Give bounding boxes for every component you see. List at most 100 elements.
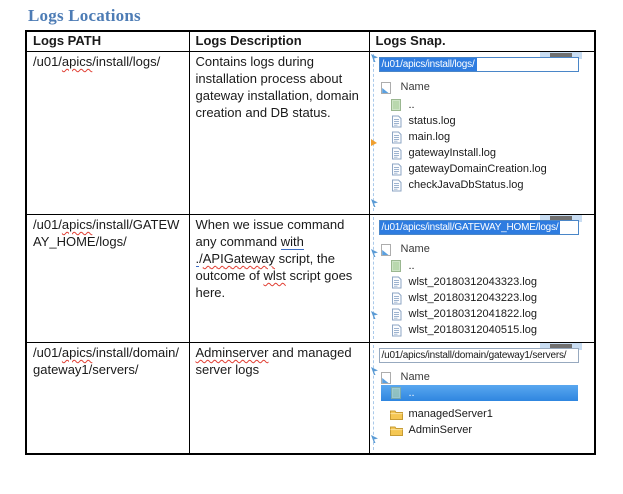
snap-cell: /u01/apics/install/GATEWAY_HOME/logs/ Na… [369, 215, 595, 343]
cursor-pointer-icon [371, 249, 379, 257]
table-row: /u01/apics/install/GATEWAY_HOME/logs/ Wh… [26, 215, 595, 343]
file-list: .. wlst_20180312043323.log wlst_20180312… [390, 258, 586, 338]
file-row[interactable]: gatewayDomainCreation.log [390, 161, 586, 177]
file-row[interactable]: wlst_20180312043323.log [390, 274, 586, 290]
name-column-icon [380, 372, 393, 384]
cursor-pointer-icon [371, 54, 379, 62]
file-name: gatewayDomainCreation.log [409, 161, 547, 178]
parent-folder-icon [390, 99, 403, 111]
file-row[interactable]: status.log [390, 113, 586, 129]
log-file-icon [390, 163, 403, 176]
file-name: wlst_20180312041822.log [409, 306, 537, 323]
log-file-icon [390, 324, 403, 337]
name-column-label: Name [401, 241, 430, 258]
file-name: .. [409, 258, 415, 275]
name-column-label: Name [401, 79, 430, 96]
parent-folder-icon [390, 387, 403, 399]
description-cell: Adminserver and managed server logs [189, 343, 369, 454]
address-bar[interactable]: /u01/apics/install/logs/ [379, 57, 579, 72]
capture-artifact-dashed-line [373, 345, 374, 450]
path-cell: /u01/apics/install/logs/ [26, 52, 189, 215]
file-name: .. [409, 97, 415, 114]
description-text: Contains logs during installation proces… [196, 54, 359, 120]
path-cell: /u01/apics/install/GATEWAY_HOME/logs/ [26, 215, 189, 343]
capture-artifact-dashed-line [373, 217, 374, 339]
address-text: /u01/apics/install/GATEWAY_HOME/logs/ [380, 220, 561, 235]
cursor-pointer-icon [371, 311, 379, 319]
file-row[interactable]: gatewayInstall.log [390, 145, 586, 161]
path-text-misspelled: apics [62, 217, 92, 232]
file-row[interactable]: AdminServer [390, 422, 586, 438]
file-name: wlst_20180312043323.log [409, 274, 537, 291]
header-logs-description: Logs Description [189, 31, 369, 52]
address-bar[interactable]: /u01/apics/install/GATEWAY_HOME/logs/ [379, 220, 579, 235]
file-row[interactable]: wlst_20180312043223.log [390, 290, 586, 306]
capture-artifact-dashed-line [373, 54, 374, 211]
folder-icon [390, 409, 403, 420]
address-text: /u01/apics/install/logs/ [380, 57, 477, 72]
file-list: .. status.log main.log gatewayInstall.lo… [390, 97, 586, 193]
file-browser-snap: /u01/apics/install/GATEWAY_HOME/logs/ Na… [370, 215, 595, 342]
name-column-icon [380, 82, 393, 94]
file-name: status.log [409, 113, 456, 130]
log-file-icon [390, 292, 403, 305]
name-column-header[interactable]: Name [380, 369, 430, 386]
file-name: AdminServer [409, 422, 473, 439]
log-file-icon [390, 147, 403, 160]
file-name: .. [409, 385, 415, 402]
table-row: /u01/apics/install/domain/gateway1/serve… [26, 343, 595, 454]
log-file-icon [390, 308, 403, 321]
file-browser-snap: /u01/apics/install/logs/ Name .. status.… [370, 52, 595, 214]
header-logs-snap: Logs Snap. [369, 31, 595, 52]
path-text: /u01/ [33, 217, 62, 232]
path-cell: /u01/apics/install/domain/gateway1/serve… [26, 343, 189, 454]
file-name: checkJavaDbStatus.log [409, 177, 524, 194]
file-name: managedServer1 [409, 406, 493, 423]
name-column-header[interactable]: Name [380, 241, 430, 258]
log-file-icon [390, 179, 403, 192]
name-column-label: Name [401, 369, 430, 386]
address-text: /u01/apics/install/domain/gateway1/serve… [380, 348, 569, 363]
path-text: /u01/ [33, 345, 62, 360]
log-file-icon [390, 131, 403, 144]
description-text-misspelled: wlst [263, 268, 285, 283]
cursor-pointer-icon [371, 435, 379, 443]
name-column-header[interactable]: Name [380, 79, 430, 96]
path-text-misspelled: apics [62, 345, 92, 360]
capture-artifact-orange-mark [371, 138, 379, 146]
file-name: wlst_20180312043223.log [409, 290, 537, 307]
file-row[interactable]: .. [390, 97, 586, 113]
table-row: /u01/apics/install/logs/ Contains logs d… [26, 52, 595, 215]
snap-cell: /u01/apics/install/domain/gateway1/serve… [369, 343, 595, 454]
cursor-pointer-icon [371, 199, 379, 207]
folder-icon [390, 425, 403, 436]
file-row[interactable]: main.log [390, 129, 586, 145]
logs-table: Logs PATH Logs Description Logs Snap. /u… [25, 30, 596, 455]
file-row[interactable]: wlst_20180312040515.log [390, 322, 586, 338]
file-row[interactable]: checkJavaDbStatus.log [390, 177, 586, 193]
file-browser-snap: /u01/apics/install/domain/gateway1/serve… [370, 343, 595, 453]
header-logs-path: Logs PATH [26, 31, 189, 52]
description-cell: When we issue command any command with .… [189, 215, 369, 343]
file-name: main.log [409, 129, 451, 146]
path-text: /install/logs/ [92, 54, 160, 69]
description-text-misspelled: Adminserver [196, 345, 269, 360]
path-text-misspelled: apics [62, 54, 92, 69]
description-cell: Contains logs during installation proces… [189, 52, 369, 215]
page-title: Logs Locations [28, 6, 141, 26]
address-bar[interactable]: /u01/apics/install/domain/gateway1/serve… [379, 348, 579, 363]
log-file-icon [390, 115, 403, 128]
description-text: When we issue command any command [196, 217, 345, 249]
file-row[interactable]: .. [390, 258, 586, 274]
table-header-row: Logs PATH Logs Description Logs Snap. [26, 31, 595, 52]
file-row-selected[interactable]: .. [381, 385, 578, 401]
file-row[interactable]: wlst_20180312041822.log [390, 306, 586, 322]
log-file-icon [390, 276, 403, 289]
file-row[interactable]: managedServer1 [390, 406, 586, 422]
file-list: .. managedServer1 AdminServer [390, 385, 586, 438]
snap-cell: /u01/apics/install/logs/ Name .. status.… [369, 52, 595, 215]
file-name: wlst_20180312040515.log [409, 322, 537, 339]
description-text-misspelled: APIGateway [203, 251, 275, 266]
cursor-pointer-icon [371, 367, 379, 375]
